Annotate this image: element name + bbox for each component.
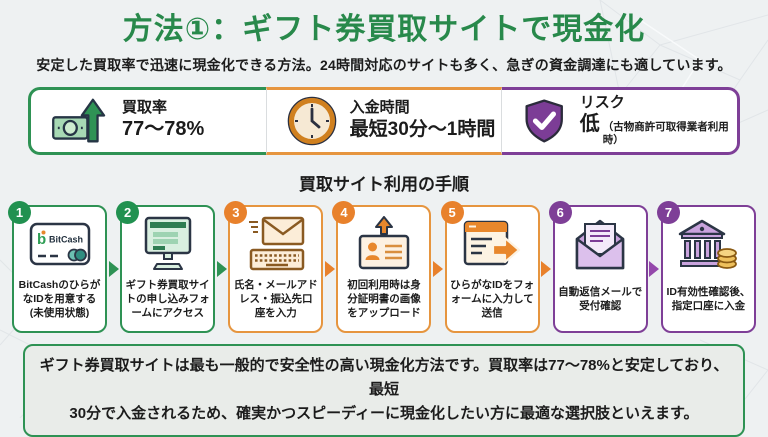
stat-item-rate: 買取率 77～78% [28, 86, 266, 155]
money-up-icon [52, 98, 106, 142]
stat-risk-value: 低 [579, 113, 600, 136]
step-number-badge: 7 [656, 200, 680, 224]
step-card-4: 4 初回利用時は身 分証明書の画像 をアップロード [332, 200, 432, 333]
mail-keyboard-icon [248, 216, 305, 270]
step-arrow-icon [433, 260, 444, 277]
step-number-badge: 3 [224, 200, 248, 224]
step-number-badge: 6 [548, 200, 572, 224]
steps-heading: 買取サイト利用の手順 [299, 174, 469, 194]
clock-icon [287, 96, 336, 145]
summary-text: ギフト券買取サイトは最も一般的で安全性の高い現金化方法です。買取率は77～78%… [39, 356, 729, 422]
mail-open-icon [576, 219, 625, 269]
step-number-badge: 1 [8, 200, 31, 224]
stat-rate-label: 買取率 [122, 98, 168, 116]
step-label-4: 初回利用時は身 分証明書の画像 をアップロード [347, 279, 421, 319]
stat-item-risk: リスク 低 （古物商許可取得業者利用時） [502, 86, 741, 155]
page-subtitle: 安定した買取率で迅速に現金化できる方法。24時間対応のサイトも多く、急ぎの資金調… [36, 56, 732, 73]
step-arrow-icon [216, 260, 227, 277]
stats-bar: 買取率 77～78% 入金時間 最短30分～1時間 リスク [28, 86, 741, 155]
step-card-2: 2 ギフト券買取サイ トの申し込みフォ ームにアクセス [116, 200, 216, 333]
step-arrow-icon [541, 260, 552, 277]
shield-check-icon [525, 98, 564, 143]
step-label-2: ギフト券買取サイ トの申し込みフォ ームにアクセス [125, 279, 210, 319]
steps-row: 1 b BitCash BitCashのひらが なIDを用意する (未使用状態)… [8, 200, 756, 333]
step-label-5: ひらがなIDをフォ ォームに入力して 送信 [450, 279, 535, 319]
step-card-7: 7 ID有効性確認後、 指定口座に入金 [656, 200, 756, 333]
step-card-6: 6 自動返信メールで 受付確認 [548, 200, 648, 333]
stat-item-time: 入金時間 最短30分～1時間 [265, 86, 503, 155]
page-title: 方法①：ギフト券買取サイトで現金化 [122, 13, 646, 46]
step-number-badge: 2 [116, 200, 140, 224]
step-arrow-icon [649, 260, 660, 277]
step-card-1: 1 b BitCash BitCashのひらが なIDを用意する (未使用状態) [8, 200, 107, 333]
monitor-form-icon [144, 216, 191, 270]
bank-deposit-icon [679, 219, 738, 269]
step-number-badge: 5 [440, 200, 464, 224]
step-label-6: 自動返信メールで 受付確認 [558, 286, 643, 312]
stat-risk-label: リスク [579, 93, 625, 111]
bitcash-card-icon: b BitCash [29, 222, 90, 265]
summary-box: ギフト券買取サイトは最も一般的で安全性の高い現金化方法です。買取率は77～78%… [23, 343, 745, 437]
stat-rate-value: 77～78% [122, 118, 205, 141]
stat-risk-note: （古物商許可取得業者利用時） [602, 121, 729, 147]
svg-text:BitCash: BitCash [49, 234, 83, 244]
step-label-1: BitCashのひらが なIDを用意する (未使用状態) [18, 279, 101, 319]
step-number-badge: 4 [332, 200, 356, 224]
step-arrow-icon [324, 260, 335, 277]
step-card-5: 5 ひらがなIDをフォ ォームに入力して 送信 [440, 200, 540, 333]
step-card-3: 3 氏名・メールアド レス・振込先口 座を入力 [224, 200, 324, 333]
step-arrow-icon [108, 260, 119, 277]
form-submit-icon [463, 220, 521, 265]
step-label-3: 氏名・メールアド レス・振込先口 座を入力 [233, 279, 318, 319]
stat-time-label: 入金時間 [349, 99, 410, 117]
svg-text:b: b [37, 231, 46, 248]
id-upload-icon [358, 215, 410, 269]
stat-time-value: 最短30分～1時間 [349, 119, 496, 140]
step-label-7: ID有効性確認後、 指定口座に入金 [666, 286, 751, 312]
